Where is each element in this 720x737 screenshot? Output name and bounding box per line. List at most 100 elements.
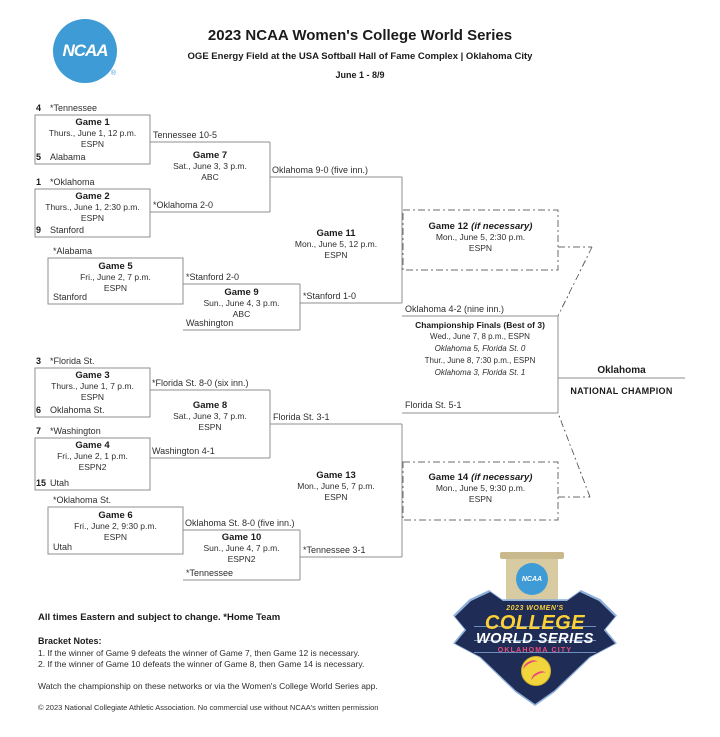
game-title: Game 10: [221, 532, 262, 543]
watch-note: Watch the championship on these networks…: [38, 681, 378, 691]
result-game1: Tennessee 10-5: [153, 130, 218, 140]
game6-info: Game 6 Fri., June 2, 9:30 p.m. ESPN: [48, 510, 183, 543]
game-title: Game 6: [98, 510, 133, 521]
result-game4: Washington 4-1: [152, 446, 215, 456]
game-date: Sat., June 3, 3 p.m.: [173, 161, 247, 171]
team-slot-oklahoma: 1 *Oklahoma: [36, 177, 95, 187]
if-necessary-note: (if necessary): [471, 472, 533, 483]
game-network: ESPN: [324, 492, 348, 502]
finals-game1-score: Oklahoma 5, Florida St. 0: [434, 344, 526, 353]
game11-info: Game 11 Mon., June 5, 12 p.m. ESPN: [270, 228, 402, 261]
game-network: ABC: [232, 309, 251, 319]
team-slot-stanford-elim: Stanford: [53, 292, 87, 302]
game-network: ESPN2: [227, 554, 256, 564]
game-date: Thurs., June 1, 2:30 p.m.: [45, 202, 140, 212]
game-title: Game 2: [75, 191, 110, 202]
result-game11: Oklahoma 4-2 (nine inn.): [405, 304, 505, 314]
game-network: ESPN: [198, 422, 222, 432]
game-date: Sun., June 4, 3 p.m.: [203, 298, 280, 308]
game-network: ESPN: [468, 243, 493, 253]
team-slot-washington: 7*Washington: [36, 426, 101, 436]
team-name: Utah: [50, 478, 70, 488]
game-network: ESPN: [103, 532, 128, 542]
team-name: *Florida St.: [50, 356, 95, 366]
result-game6: Oklahoma St. 8-0 (five inn.): [185, 518, 295, 528]
seed: 1: [36, 177, 42, 187]
bracket-note-1: 1. If the winner of Game 9 defeats the w…: [38, 648, 360, 658]
seed: 15: [36, 478, 47, 488]
finals-title: Championship Finals (Best of 3): [415, 320, 545, 330]
game14-info: Game 14(if necessary) Mon., June 5, 9:30…: [403, 472, 558, 505]
national-champion-name: Oklahoma: [597, 365, 646, 376]
game-title: Game 11: [316, 228, 356, 239]
finals-game1-schedule: Wed., June 7, 8 p.m., ESPN: [430, 332, 530, 341]
game-title: Game 1: [75, 117, 110, 128]
team-name: *Oklahoma: [50, 177, 95, 187]
game-date: Mon., June 5, 7 p.m.: [297, 481, 375, 491]
game-title: Game 14(if necessary): [403, 472, 558, 483]
team-name: *Tennessee: [50, 103, 98, 113]
bracket-notes-title: Bracket Notes:: [38, 636, 102, 646]
game8-info: Game 8 Sat., June 3, 7 p.m. ESPN: [150, 400, 270, 433]
result-game2: *Oklahoma 2-0: [153, 200, 214, 210]
copyright-notice: © 2023 National Collegiate Athletic Asso…: [38, 703, 379, 712]
softball-icon: [521, 656, 551, 686]
bracket-note-2: 2. If the winner of Game 10 defeats the …: [38, 659, 365, 669]
game-date: Thurs., June 1, 12 p.m.: [48, 128, 137, 138]
finals-game2-score: Oklahoma 3, Florida St. 1: [434, 368, 526, 377]
wcws-world-series-text: WORLD SERIES: [476, 631, 594, 647]
page-title: 2023 NCAA Women's College World Series: [207, 27, 513, 44]
team-slot-tennessee: 4*Tennessee: [36, 103, 97, 113]
game-date: Mon., June 5, 9:30 p.m.: [435, 483, 526, 493]
game1-info: Game 1 Thurs., June 1, 12 p.m. ESPN: [35, 117, 150, 150]
game-date: Sat., June 3, 7 p.m.: [173, 411, 247, 421]
game-network: ESPN: [80, 392, 105, 402]
emblem-stripe: [474, 626, 596, 627]
game-network: ESPN2: [78, 462, 107, 472]
game-network: ESPN: [103, 283, 128, 293]
game-network: ESPN: [80, 139, 105, 149]
ncaa-logo-text: NCAA: [62, 41, 108, 60]
seed: 5: [36, 152, 42, 162]
team-slot-florida-st: 3 *Florida St.: [36, 356, 95, 366]
team-name: *Tennessee: [186, 568, 234, 578]
game-network: ESPN: [324, 250, 348, 260]
result-game5: *Stanford 2-0: [186, 272, 240, 282]
seed: 9: [36, 225, 42, 235]
game10-info: Game 10 Sun., June 4, 7 p.m. ESPN2: [183, 532, 300, 565]
game-title: Game 9: [224, 287, 259, 298]
ncaa-logo: NCAA ®: [53, 19, 117, 83]
championship-finals: Championship Finals (Best of 3) Wed., Ju…: [402, 319, 558, 379]
game9-info: Game 9 Sun., June 4, 3 p.m. ABC: [183, 287, 300, 320]
result-game10: *Tennessee 3-1: [303, 545, 366, 555]
game-title: Game 5: [98, 261, 133, 272]
team-slot-washington-elim: Washington: [186, 318, 233, 328]
emblem-stripe: [474, 640, 596, 641]
game-title: Game 7: [192, 150, 228, 161]
emblem-stripe: [474, 652, 596, 653]
trophy-ncaa-text: NCAA: [521, 575, 543, 583]
game2-info: Game 2 Thurs., June 1, 2:30 p.m. ESPN: [35, 191, 150, 224]
team-name: *Oklahoma St.: [53, 495, 112, 505]
game5-info: Game 5 Fri., June 2, 7 p.m. ESPN: [48, 261, 183, 294]
game7-info: Game 7 Sat., June 3, 3 p.m. ABC: [150, 150, 270, 183]
game-date: Sun., June 4, 7 p.m.: [203, 543, 280, 553]
result-game9: *Stanford 1-0: [303, 291, 357, 301]
wcws-city-text: OKLAHOMA CITY: [497, 647, 573, 654]
game-title: Game 12(if necessary): [403, 221, 558, 232]
team-slot-alabama-elim: *Alabama: [53, 246, 92, 256]
game-date: Fri., June 2, 1 p.m.: [57, 451, 128, 461]
venue-subtitle: OGE Energy Field at the USA Softball Hal…: [187, 51, 533, 62]
game13-info: Game 13 Mon., June 5, 7 p.m. ESPN: [270, 470, 402, 503]
team-name: Stanford: [53, 292, 88, 302]
game-network: ESPN: [80, 213, 105, 223]
game-title: Game 3: [75, 370, 110, 381]
game-network: ESPN: [468, 494, 493, 504]
seed: 3: [36, 356, 42, 366]
game-date: Mon., June 5, 2:30 p.m.: [435, 232, 526, 242]
result-game7: Oklahoma 9-0 (five inn.): [272, 165, 369, 175]
game4-info: Game 4 Fri., June 2, 1 p.m. ESPN2: [35, 440, 150, 473]
